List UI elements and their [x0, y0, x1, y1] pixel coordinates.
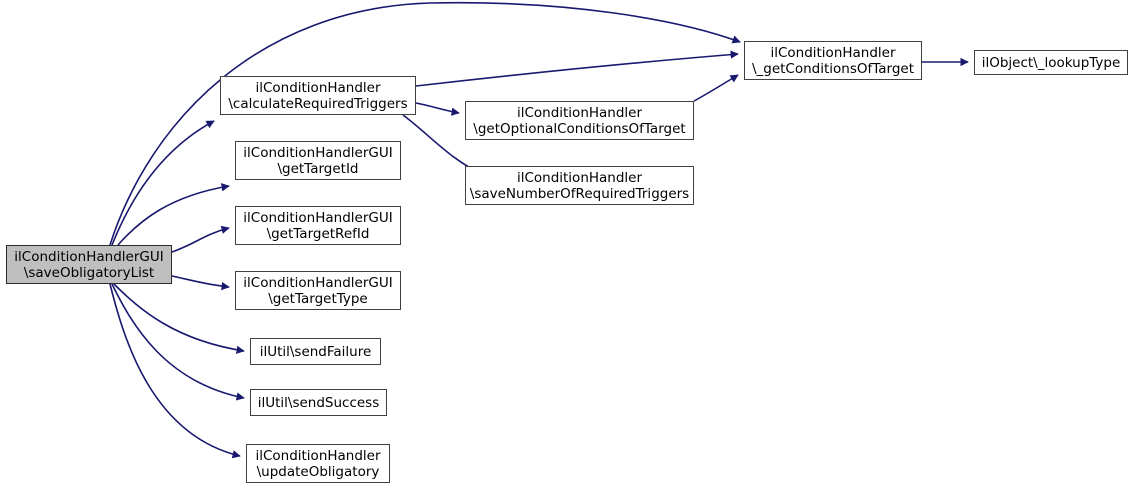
node-label-line2: \getTargetRefId	[266, 225, 370, 242]
edge-saveObligatoryList-to-sendFailure	[113, 283, 245, 354]
edge-getOptionalConditionsOfTarget-to-getConditionsOfTarget	[693, 74, 739, 102]
node-saveNumberOfRequiredTriggers[interactable]: ilConditionHandler \saveNumberOfRequired…	[465, 166, 694, 205]
node-label-line1: ilConditionHandlerGUI	[14, 248, 164, 265]
node-label-line2: \getTargetType	[268, 290, 368, 307]
node-getTargetRefId[interactable]: ilConditionHandlerGUI \getTargetRefId	[235, 206, 401, 245]
edge-saveObligatoryList-to-getTargetType	[171, 275, 230, 291]
node-label-line1: ilConditionHandler	[255, 447, 381, 464]
node-label-line1: ilUtil\sendSuccess	[257, 394, 380, 411]
node-label-line1: ilConditionHandler	[770, 44, 896, 61]
node-getTargetId[interactable]: ilConditionHandlerGUI \getTargetId	[235, 141, 401, 180]
node-updateObligatory[interactable]: ilConditionHandler \updateObligatory	[246, 444, 390, 483]
node-label-line2: \_getConditionsOfTarget	[751, 60, 915, 77]
node-label-line2: \updateObligatory	[256, 463, 380, 480]
node-sendFailure[interactable]: ilUtil\sendFailure	[250, 338, 381, 365]
node-label-line1: ilConditionHandlerGUI	[243, 144, 393, 161]
node-label-line2: \saveObligatoryList	[23, 264, 155, 281]
edge-calculateRequiredTriggers-to-getConditionsOfTarget	[415, 50, 739, 87]
node-sendSuccess[interactable]: ilUtil\sendSuccess	[250, 389, 387, 416]
node-label-line2: \calculateRequiredTriggers	[228, 95, 408, 112]
node-lookupType[interactable]: ilObject\_lookupType	[974, 50, 1128, 75]
node-label-line1: ilObject\_lookupType	[981, 54, 1121, 71]
edge-saveObligatoryList-to-calculateRequiredTriggers	[111, 120, 215, 246]
node-getConditionsOfTarget[interactable]: ilConditionHandler \_getConditionsOfTarg…	[744, 41, 922, 80]
edge-calculateRequiredTriggers-to-getOptionalConditionsOfTarget	[415, 102, 460, 116]
node-label-line2: \saveNumberOfRequiredTriggers	[469, 185, 690, 202]
edge-saveObligatoryList-to-getTargetRefId	[171, 225, 230, 253]
node-label-line1: ilConditionHandlerGUI	[243, 209, 393, 226]
edge-saveObligatoryList-to-sendSuccess	[111, 283, 245, 401]
node-label-line2: \getOptionalConditionsOfTarget	[473, 120, 686, 137]
node-getOptionalConditionsOfTarget[interactable]: ilConditionHandler \getOptionalCondition…	[465, 101, 694, 140]
node-label-line1: ilConditionHandler	[516, 104, 643, 121]
node-label-line1: ilConditionHandler	[516, 169, 643, 186]
node-calculateRequiredTriggers[interactable]: ilConditionHandler \calculateRequiredTri…	[220, 76, 416, 115]
node-label-line2: \getTargetId	[277, 160, 359, 177]
node-label-line1: ilUtil\sendFailure	[259, 343, 372, 360]
node-saveObligatoryList[interactable]: ilConditionHandlerGUI \saveObligatoryLis…	[6, 245, 172, 284]
node-label-line1: ilConditionHandlerGUI	[243, 274, 393, 291]
edge-saveObligatoryList-to-updateObligatory	[109, 283, 241, 459]
node-getTargetType[interactable]: ilConditionHandlerGUI \getTargetType	[235, 271, 401, 310]
edge-saveObligatoryList-to-getTargetId	[117, 183, 230, 246]
node-label-line1: ilConditionHandler	[255, 79, 381, 96]
edge-saveObligatoryList-to-getConditionsOfTarget	[109, 1, 741, 246]
